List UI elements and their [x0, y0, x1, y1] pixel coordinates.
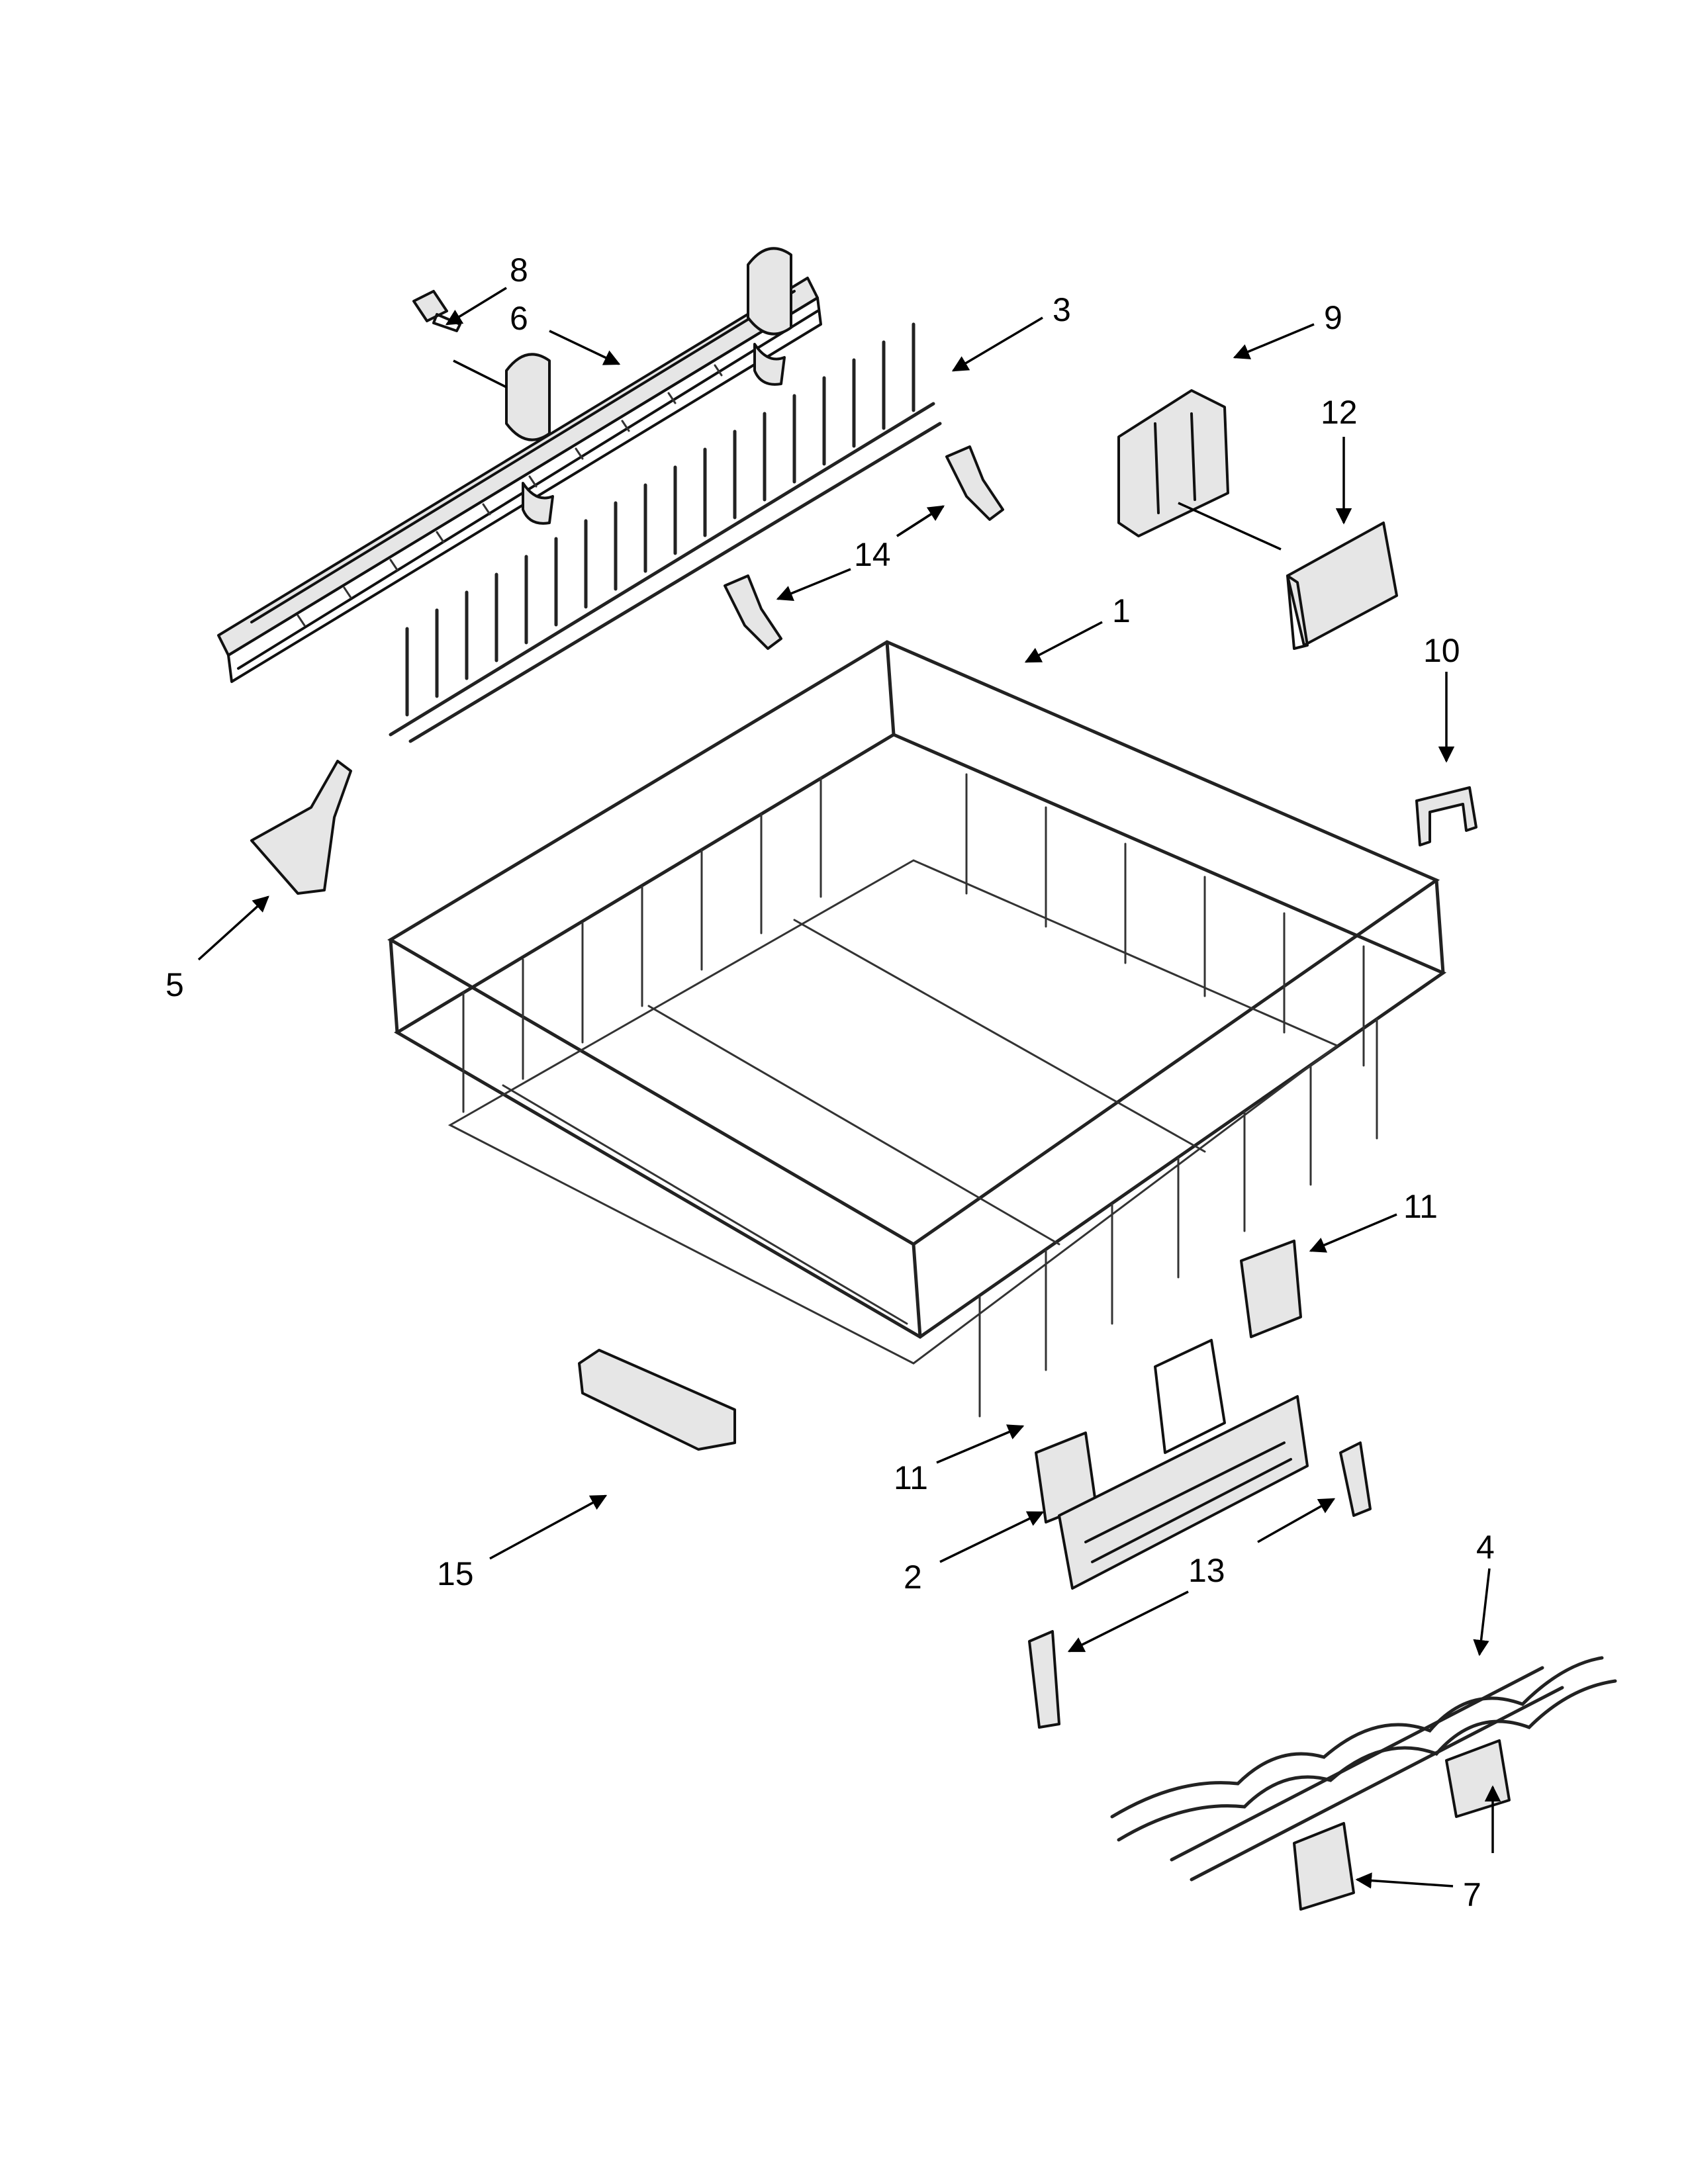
- callout-10: 10: [1423, 632, 1460, 669]
- cup-shelf-part: [1110, 1656, 1617, 1882]
- leader-13b: [1067, 1590, 1189, 1653]
- leader-14b: [776, 568, 851, 601]
- adjuster-rail-part-right: [1339, 1441, 1372, 1517]
- callout-7: 7: [1463, 1876, 1481, 1913]
- callout-labels: 8 6 3 9 12 14 1 10 5 11 11 2 13 15 4 7: [165, 251, 1495, 1913]
- cover-part: [1286, 522, 1398, 650]
- clip-parts: [724, 445, 1004, 650]
- leader-1: [1024, 621, 1103, 663]
- adjuster-frame-part: [1058, 1339, 1309, 1590]
- callout-15: 15: [437, 1555, 474, 1592]
- callout-14: 14: [854, 536, 891, 573]
- small-clip-part: [1415, 786, 1477, 846]
- leader-7b: [1355, 1872, 1454, 1889]
- leader-15: [489, 1494, 608, 1560]
- screw-part: [412, 290, 461, 332]
- leader-8: [445, 287, 507, 326]
- shelf-clip-part-right: [1445, 1739, 1511, 1818]
- leader-11a: [1309, 1213, 1397, 1253]
- leader-3: [951, 316, 1043, 372]
- callout-12: 12: [1321, 394, 1358, 431]
- callout-2: 2: [904, 1559, 922, 1596]
- adjuster-rail-part-left: [1028, 1630, 1060, 1729]
- leader-2: [939, 1511, 1045, 1563]
- leader-14c: [896, 505, 945, 537]
- leader-4: [1473, 1568, 1491, 1657]
- shelf-clip-part-left: [1293, 1822, 1355, 1911]
- upper-rack-part: [387, 640, 1447, 1418]
- callout-4: 4: [1476, 1529, 1495, 1566]
- leader-lines: [197, 287, 1501, 1889]
- leader-8b: [453, 359, 507, 388]
- bracket-part: [1117, 389, 1229, 537]
- callout-8: 8: [510, 251, 528, 289]
- leader-5: [197, 895, 269, 961]
- callout-6: 6: [510, 300, 528, 337]
- callout-11-top: 11: [1403, 1188, 1438, 1225]
- rail-assembly-part: [217, 247, 822, 683]
- callout-9: 9: [1324, 299, 1342, 336]
- callout-1: 1: [1112, 592, 1131, 629]
- tine-row-part: [389, 322, 942, 743]
- leader-9: [1233, 323, 1315, 359]
- callout-3: 3: [1053, 291, 1071, 328]
- leader-6: [549, 330, 621, 365]
- leader-12b: [1178, 502, 1282, 551]
- latch-part: [578, 1349, 736, 1451]
- rack-clip-part-top: [1240, 1240, 1302, 1338]
- handle-part: [250, 760, 352, 895]
- leader-13a: [1257, 1498, 1336, 1543]
- callout-13: 13: [1188, 1552, 1225, 1589]
- leader-11b: [936, 1424, 1025, 1464]
- callout-11-left: 11: [894, 1459, 928, 1496]
- callout-5: 5: [165, 966, 184, 1003]
